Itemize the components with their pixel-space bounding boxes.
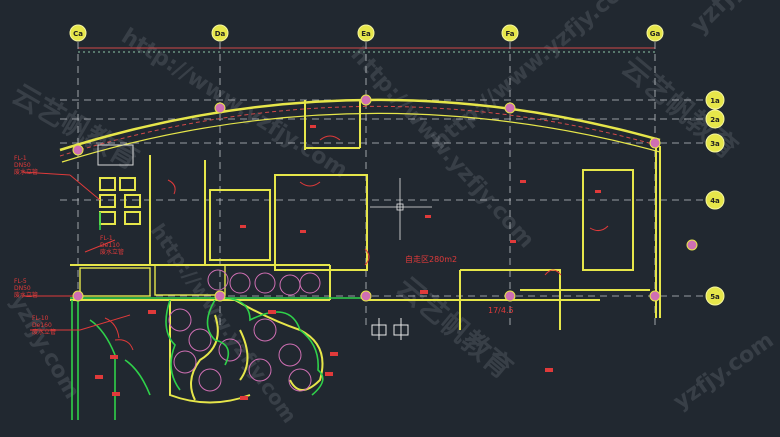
axis-label-Fa: Fa [505,30,514,38]
column-marker [686,239,698,251]
riser-id: FL-1 [14,155,27,162]
riser-desc: 废水立管 [14,291,38,299]
riser-spec: De160 [32,322,52,329]
crosshair-cursor [370,178,432,240]
axis-bubble-Ga [646,24,664,42]
axis-bubble-5a [705,286,725,306]
axis-label-Ea: Ea [361,30,371,38]
riser-desc: 废水立管 [32,328,56,336]
small-area-label: 17/4.5 [488,306,514,315]
column-marker [360,290,372,302]
riser-spec: DN50 [14,162,31,169]
watermark-layer: http://www.yzfjy.com http://www.yzfjy.co… [5,0,780,427]
column-marker [214,102,226,114]
riser-desc: 废水立管 [100,248,124,256]
riser-labels: FL-1 DN50 废水立管 FL-1 De110 废水立管 FL-5 DN50… [14,155,124,336]
riser-id: FL-1 [100,235,113,242]
axis-label-4a: 4a [710,197,720,205]
axis-label-5a: 5a [710,293,720,301]
axis-label-1a: 1a [710,97,720,105]
axis-label-Ca: Ca [73,30,83,38]
column-marker [504,102,516,114]
axis-bubble-Ca [69,24,87,42]
lobby-partitions [169,299,324,404]
axis-bubble-1a [705,90,725,110]
walls [70,100,661,330]
axis-bubble-4a [705,190,725,210]
drain-symbols [371,318,409,340]
column-marker [214,290,226,302]
watermark-url: http://www.yzfjy.com [428,0,644,155]
column-marker [504,290,516,302]
axis-label-2a: 2a [710,116,720,124]
column-marker [72,290,84,302]
column-marker [649,290,661,302]
riser-spec: DN50 [14,285,31,292]
structural-columns [72,94,698,302]
axis-label-3a: 3a [710,140,720,148]
axis-bubble-Ea [357,24,375,42]
watermark-domain: yzfjy.com [684,0,780,39]
main-area-label: 自走区280m2 [405,254,457,264]
horizontal-axis-lines [60,99,705,297]
axis-bubble-Fa [501,24,519,42]
axis-bubble-2a [705,109,725,129]
room-tags [95,125,601,400]
dimension-line [78,47,655,53]
axis-bubble-Da [211,24,229,42]
axis-bubble-3a [705,133,725,153]
axis-bubbles: Ca Da Ea Fa Ga 1a 2a 3a 4a 5a [69,24,725,306]
axis-label-Ga: Ga [650,30,661,38]
riser-id: FL-5 [14,278,27,285]
column-marker [360,94,372,106]
riser-spec: De110 [100,242,120,249]
column-marker [649,137,661,149]
watermark-brand: 云艺帆教育 [616,50,744,165]
green-boundary [70,212,370,420]
column-marker [72,144,84,156]
furniture-circles [168,269,321,392]
axis-label-Da: Da [215,30,226,38]
red-annotations [21,135,609,351]
watermark-domain: yzfjy.com [669,328,778,415]
riser-desc: 废水立管 [14,168,38,176]
watermark-brand: 云艺帆教育 [391,270,519,385]
riser-id: FL-10 [32,315,49,322]
